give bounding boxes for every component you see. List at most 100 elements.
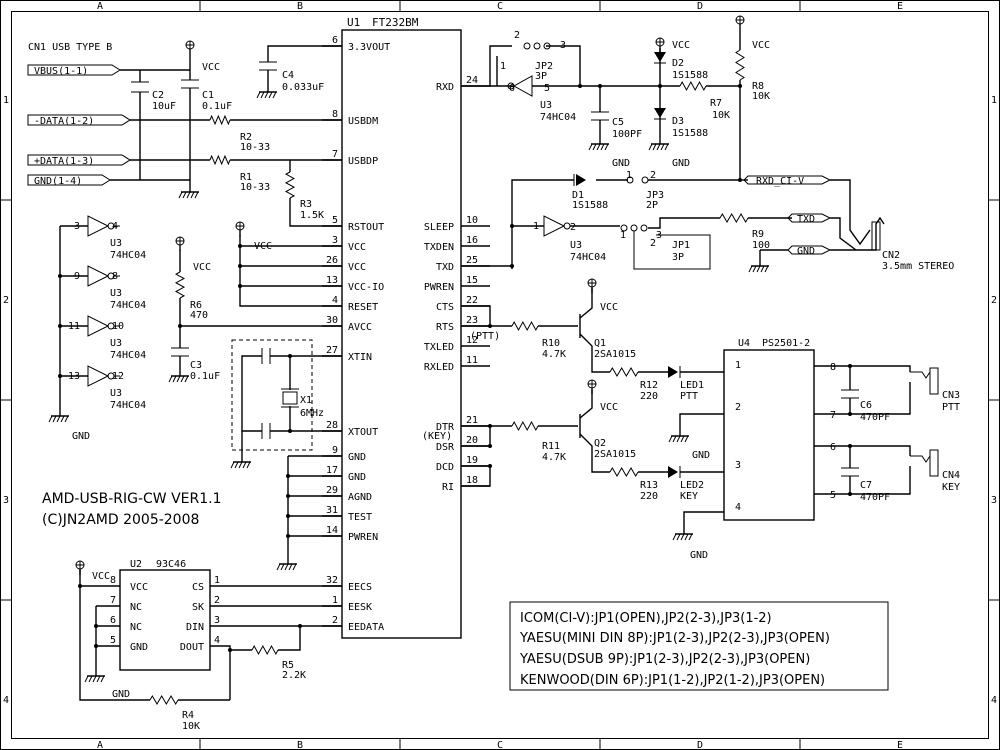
vcc-symbols <box>75 15 745 575</box>
u4-pin6: 6 <box>830 442 836 453</box>
r11-value: 4.7K <box>542 452 566 463</box>
gnd-symbol <box>48 412 69 423</box>
row-label-4-right: 4 <box>991 695 997 706</box>
data-minus-port: -DATA(1-2) <box>27 114 131 127</box>
jumper-config-table: ICOM(CI-V):JP1(OPEN),JP2(2-3),JP3(1-2) Y… <box>509 601 889 691</box>
eeprom-pin-number: 4 <box>214 635 220 646</box>
ft232-pin-number: 25 <box>466 255 478 266</box>
jp3-pin1: 1 <box>626 170 632 181</box>
vbus-label: VBUS(1-1) <box>34 66 88 77</box>
d3-value: 1S1588 <box>672 128 708 139</box>
u3-rx-in: 5 <box>544 83 550 94</box>
eeprom-pin-name: NC <box>130 602 142 613</box>
col-label-e-bottom: E <box>897 740 903 750</box>
gnd-symbol <box>84 672 105 683</box>
gnd-symbol <box>588 140 609 151</box>
eeprom-pin-number: 2 <box>214 595 220 606</box>
jp1-value: 3P <box>672 252 684 263</box>
d1-value: 1S1588 <box>572 200 608 211</box>
cn2-desc: 3.5mm STEREO <box>882 261 954 272</box>
ft232-pin-number: 29 <box>326 485 338 496</box>
c5-value: 100PF <box>612 129 642 140</box>
vcc-symbol <box>735 15 745 30</box>
usb-wiring <box>110 55 342 227</box>
eeprom-pin-name: VCC <box>130 582 148 593</box>
r5-value: 2.2K <box>282 670 306 681</box>
u4-pin3: 3 <box>735 460 741 471</box>
c3-ref: C3 <box>190 360 202 371</box>
r3-ref: R3 <box>300 199 312 210</box>
u3-tx-part: 74HC04 <box>570 252 606 263</box>
c6-value: 470PF <box>860 412 890 423</box>
c1-value: 0.1uF <box>202 101 232 112</box>
flag-txd: TXD <box>797 214 815 225</box>
r4-value: 10K <box>182 721 200 732</box>
ft232-pin-name: SLEEP <box>424 222 454 233</box>
eeprom-pin-name: DOUT <box>180 642 204 653</box>
ft232-pin-name: EECS <box>348 582 372 593</box>
q2-ref: Q2 <box>594 438 606 449</box>
q2-value: 2SA1015 <box>594 449 636 460</box>
cn3-ref: CN3 <box>942 390 960 401</box>
c3-value: 0.1uF <box>190 371 220 382</box>
r11-ref: R11 <box>542 441 560 452</box>
u2-ref: U2 <box>130 559 142 570</box>
ft232-pin-number: 8 <box>332 109 338 120</box>
r5-ref: R5 <box>282 660 294 671</box>
jumper-row-icom: ICOM(CI-V):JP1(OPEN),JP2(2-3),JP3(1-2) <box>520 611 772 626</box>
r13-value: 220 <box>640 491 658 502</box>
gnd-symbol <box>648 140 669 151</box>
ft232-pin-name: VCC <box>348 262 366 273</box>
unused-inverters: 3 4 U3 74HC04 9 8 U3 74HC04 11 10 U3 74H… <box>58 215 146 442</box>
gnd-symbol <box>668 432 689 443</box>
dtr-key-note: (KEY) <box>422 431 452 442</box>
ft232-pin-number: 5 <box>332 215 338 226</box>
ft232-pin-number: 14 <box>326 525 338 536</box>
r6-vcc-net: VCC <box>193 262 211 273</box>
vcc-symbol <box>75 560 85 575</box>
inv-b-in: 9 <box>74 271 80 282</box>
ft232-pin-number: 24 <box>466 75 478 86</box>
inv-c-out: 10 <box>112 321 124 332</box>
col-label-c: C <box>497 1 503 12</box>
r9-ref: R9 <box>752 229 764 240</box>
data-plus-port: +DATA(1-3) <box>27 154 131 167</box>
ft232-pin-name: CTS <box>436 302 454 313</box>
resistor-r13 <box>609 467 639 477</box>
ft232-pin-number: 19 <box>466 455 478 466</box>
jp3-ref: JP3 <box>646 190 664 201</box>
inv-a-part: 74HC04 <box>110 250 146 261</box>
u4-pin1: 1 <box>735 360 741 371</box>
vbus-port: VBUS(1-1) <box>27 64 121 77</box>
ft232-pin-number: 15 <box>466 275 478 286</box>
ft232-pin-name: VCC-IO <box>348 282 384 293</box>
gnd-symbol <box>230 458 251 469</box>
resistor-r1 <box>209 154 231 166</box>
ft232-pin-name: TXDEN <box>424 242 454 253</box>
gnd-symbol <box>178 188 199 199</box>
ft232-pin-name: 3.3VOUT <box>348 42 390 53</box>
ft232-pin-number: 31 <box>326 505 338 516</box>
r1-ref: R1 <box>240 172 252 183</box>
txd-circuit: GND GND 1 2 JP3 2P D1 1S1588 1 2 U3 74HC… <box>461 158 792 270</box>
ft232-pin-name: RI <box>442 482 454 493</box>
gnd-symbol <box>168 372 189 383</box>
jp2-pin1: 1 <box>500 61 506 72</box>
usb-connector-cn1: CN1 USB TYPE B VBUS(1-1) -DATA(1-2) +DAT… <box>27 42 131 187</box>
resistor-r12 <box>609 367 639 377</box>
u4-pin2: 2 <box>735 402 741 413</box>
ft232-pin-number: 1 <box>332 595 338 606</box>
jp3-gnd-net: GND <box>612 158 630 169</box>
col-label-d-bottom: D <box>697 740 703 750</box>
eeprom-pin-name: NC <box>130 622 142 633</box>
ft232-pin-name: TEST <box>348 512 372 523</box>
led2-value: KEY <box>680 491 698 502</box>
usb-gnd-port: GND(1-4) <box>27 174 111 187</box>
